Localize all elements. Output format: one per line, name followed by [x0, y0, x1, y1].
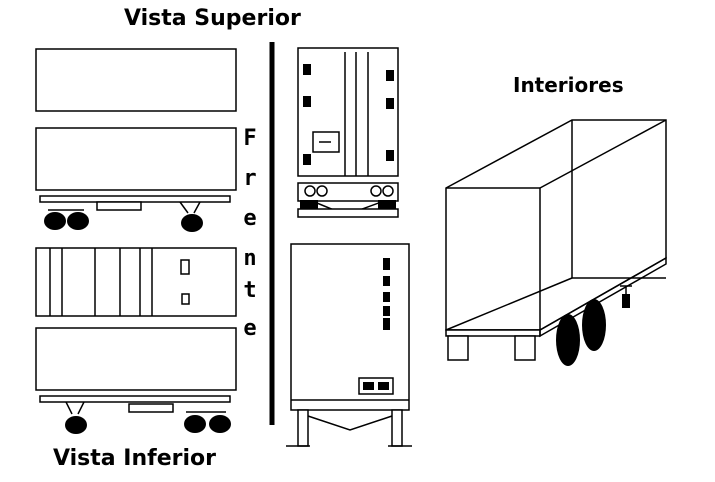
roof-view-panel	[35, 48, 237, 112]
underside-view	[35, 247, 237, 317]
side-view-upper	[35, 127, 237, 232]
wheel	[582, 299, 606, 351]
bottom-view-title: Vista Inferior	[53, 446, 216, 471]
front-letter-5: t	[243, 278, 257, 303]
wheel	[44, 212, 66, 230]
landing-gear-foot	[181, 214, 203, 232]
rear-view	[297, 47, 399, 218]
side-view-lower	[35, 327, 237, 434]
front-letter-4: n	[243, 246, 257, 271]
front-view	[286, 243, 412, 447]
interiors-title: Interiores	[513, 73, 624, 97]
front-letter-2: r	[243, 166, 257, 191]
front-letter-3: e	[243, 206, 257, 231]
wheel	[209, 415, 231, 433]
front-letter-6: e	[243, 316, 257, 341]
landing-gear-foot	[65, 416, 87, 434]
top-view-title: Vista Superior	[124, 6, 301, 31]
interior-isometric	[445, 119, 667, 366]
front-letter-1: F	[243, 126, 257, 151]
wheel	[184, 415, 206, 433]
wheel	[556, 314, 580, 366]
wheel	[67, 212, 89, 230]
